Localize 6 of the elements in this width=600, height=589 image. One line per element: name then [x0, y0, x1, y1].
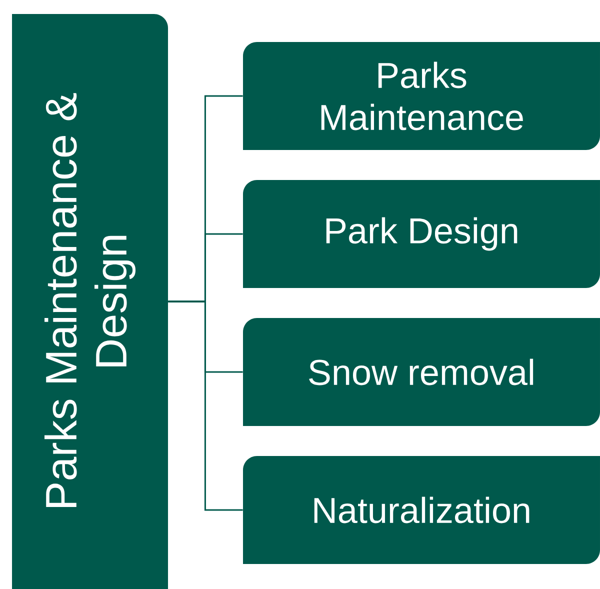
item-box: Naturalization: [243, 456, 600, 564]
item-box: Parks Maintenance: [243, 42, 600, 150]
group-box: Parks Maintenance & Design: [12, 14, 168, 589]
item-box: Snow removal: [243, 318, 600, 426]
item-box: Park Design: [243, 180, 600, 288]
connector-line: [168, 300, 243, 511]
